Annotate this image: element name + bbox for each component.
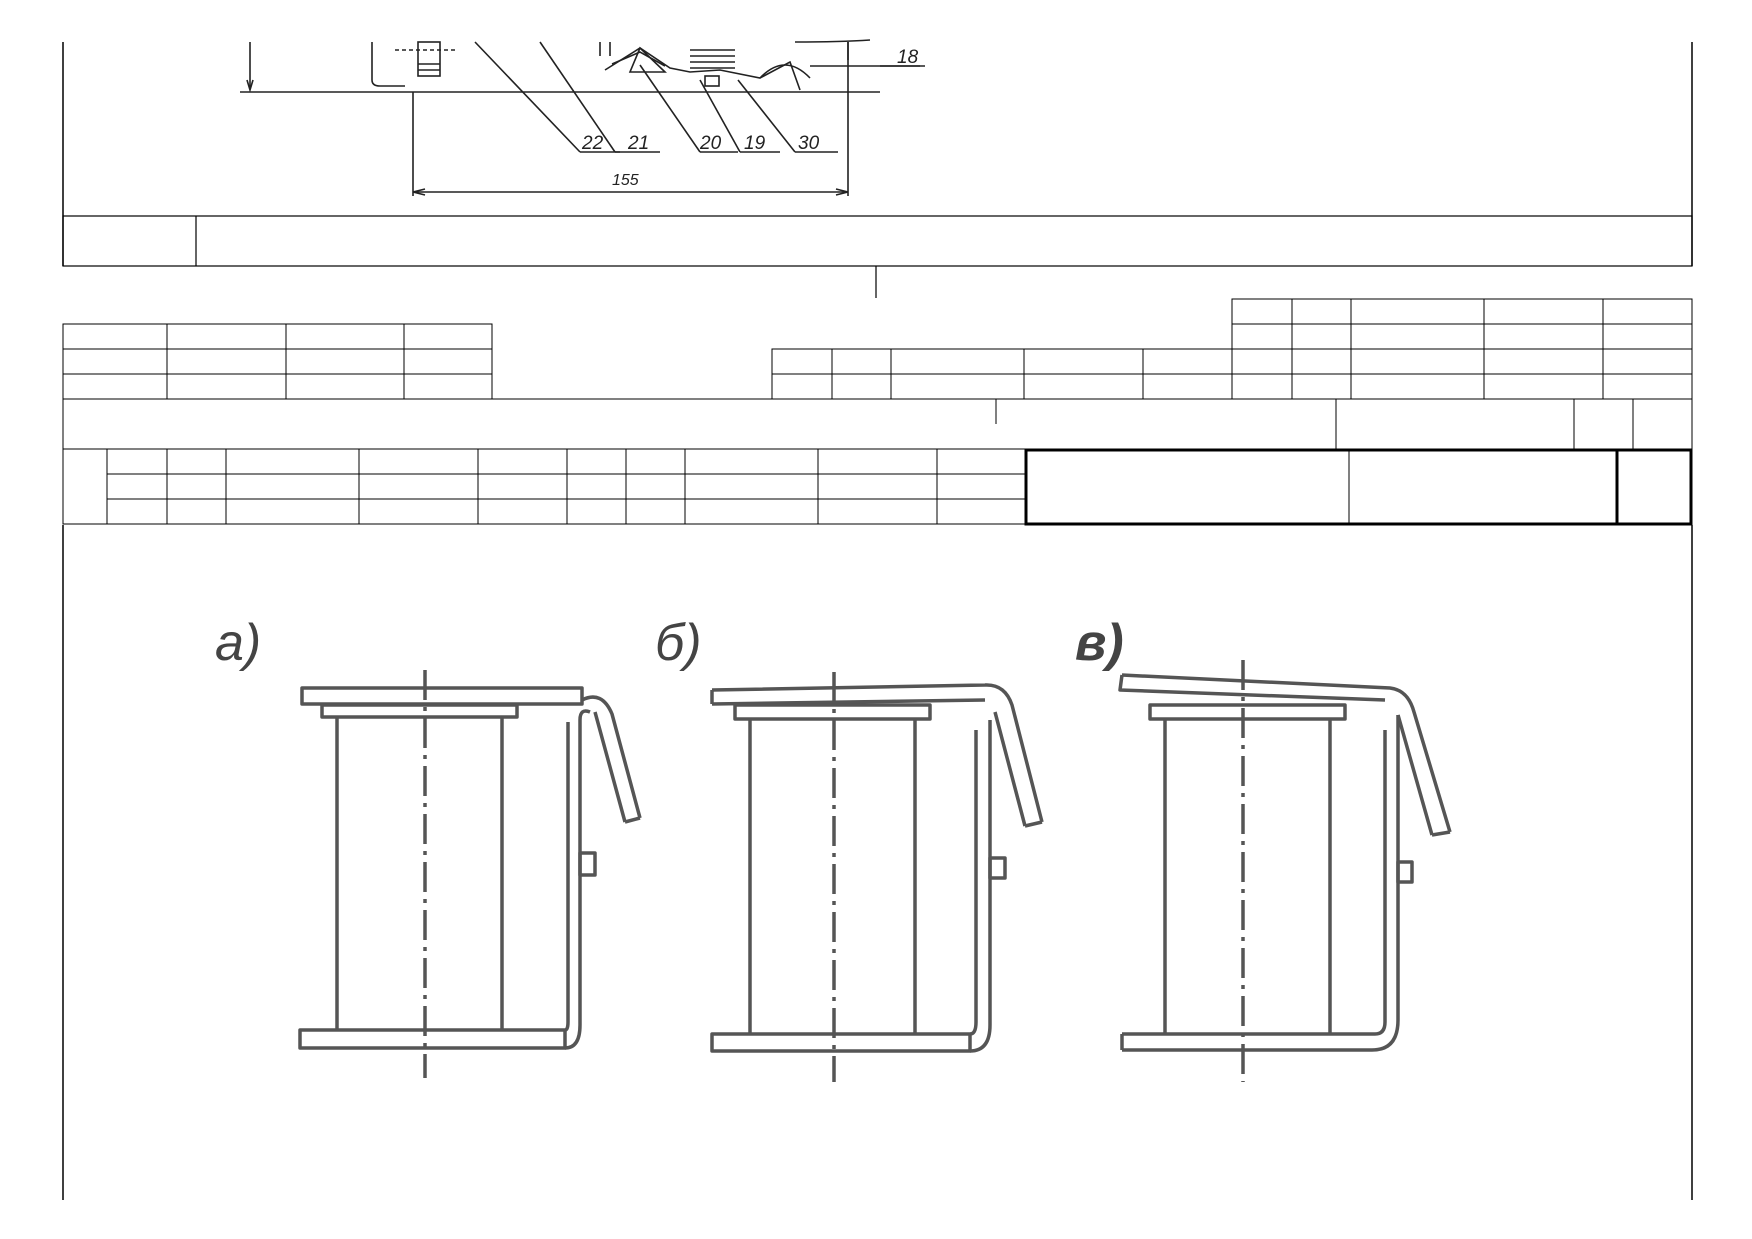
caption-box [62, 215, 1693, 267]
view-a [298, 670, 642, 1078]
callout-22: 22 [581, 133, 604, 154]
title-block-grid [62, 298, 1693, 525]
title-block-bold-cell [1024, 448, 1693, 526]
callout-21: 21 [627, 133, 649, 154]
callout-18: 18 [897, 47, 919, 68]
callout-19: 19 [744, 133, 766, 154]
view-label-c: в) [1075, 614, 1124, 672]
view-c [1118, 660, 1452, 1082]
dimension-155: 155 [612, 172, 639, 189]
view-label-a: а) [215, 614, 261, 672]
view-label-b: б) [655, 614, 702, 672]
view-b [710, 672, 1044, 1082]
top-callout-labels: 18 22 21 20 19 30 155 [581, 47, 919, 189]
callout-20: 20 [699, 133, 722, 154]
top-assembly-drawing [240, 39, 925, 196]
callout-30: 30 [798, 133, 820, 154]
